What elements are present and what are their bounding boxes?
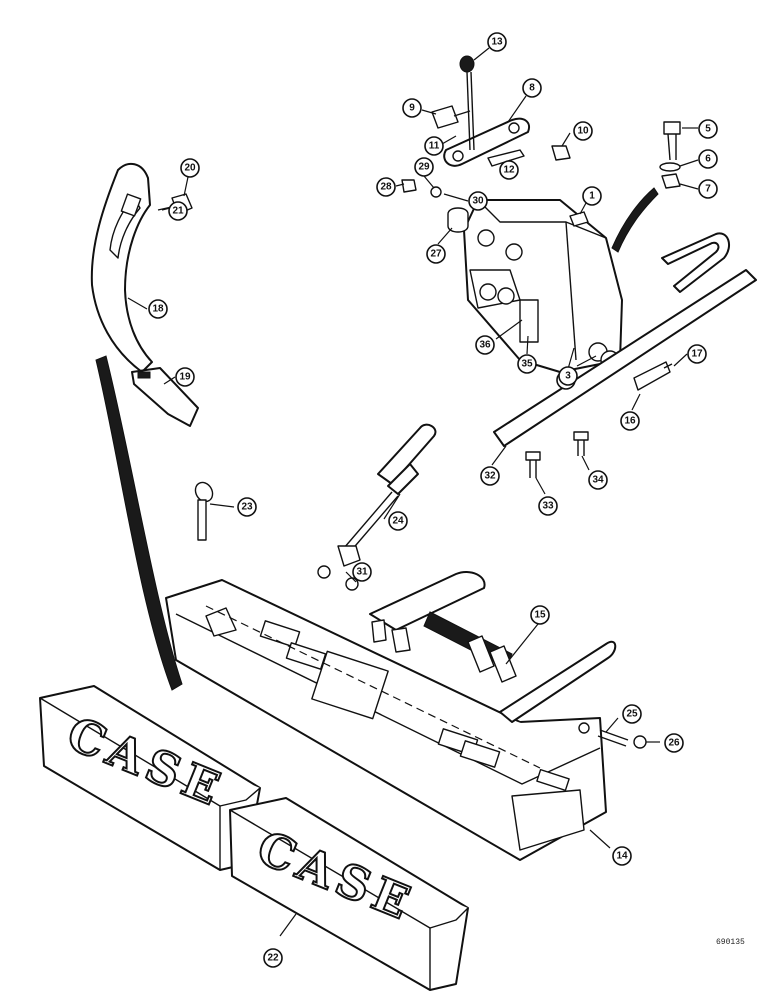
callout-33: 33 <box>538 496 558 516</box>
svg-text:8: 8 <box>529 83 535 94</box>
callout-14: 14 <box>612 846 632 866</box>
callout-16: 16 <box>620 411 640 431</box>
callout-10: 10 <box>573 121 593 141</box>
clevis-pin <box>578 722 647 749</box>
svg-text:32: 32 <box>484 471 496 482</box>
svg-text:24: 24 <box>392 516 404 527</box>
svg-text:28: 28 <box>380 182 392 193</box>
svg-text:19: 19 <box>179 372 191 383</box>
ripper-point <box>131 367 199 427</box>
callout-12: 12 <box>499 160 519 180</box>
callout-20: 20 <box>180 158 200 178</box>
svg-text:27: 27 <box>430 249 442 260</box>
assembly-guide-arrow <box>95 355 183 691</box>
svg-text:22: 22 <box>267 953 279 964</box>
callout-11: 11 <box>424 136 444 156</box>
callout-6: 6 <box>698 149 718 169</box>
lower-bolts <box>525 431 589 478</box>
callout-29: 29 <box>414 157 434 177</box>
callout-32: 32 <box>480 466 500 486</box>
callout-7: 7 <box>698 179 718 199</box>
svg-text:10: 10 <box>577 126 589 137</box>
svg-text:34: 34 <box>592 475 604 486</box>
svg-text:33: 33 <box>542 501 554 512</box>
figure-id: 690135 <box>716 938 745 947</box>
callout-17: 17 <box>687 344 707 364</box>
hydraulic-cylinder <box>317 423 437 591</box>
svg-text:26: 26 <box>668 738 680 749</box>
callout-36: 36 <box>475 335 495 355</box>
callout-28: 28 <box>376 177 396 197</box>
svg-text:36: 36 <box>479 340 491 351</box>
bracket-guide-arrow <box>611 187 659 253</box>
callout-22: 22 <box>263 948 283 968</box>
svg-text:20: 20 <box>184 163 196 174</box>
svg-text:14: 14 <box>616 851 628 862</box>
callout-19: 19 <box>175 367 195 387</box>
svg-text:18: 18 <box>152 304 164 315</box>
linkage-plate <box>443 117 530 167</box>
leader-lines <box>127 47 699 937</box>
counterweight-back: CASE <box>39 685 261 871</box>
svg-text:11: 11 <box>429 141 440 152</box>
callout-25: 25 <box>622 704 642 724</box>
callout-13: 13 <box>487 32 507 52</box>
main-frame <box>165 579 607 861</box>
bolts-and-nuts-upper <box>401 105 681 233</box>
callout-5: 5 <box>698 119 718 139</box>
control-rod <box>459 55 475 151</box>
svg-text:35: 35 <box>521 359 533 370</box>
callout-26: 26 <box>664 733 684 753</box>
callout-34: 34 <box>588 470 608 490</box>
svg-text:12: 12 <box>503 165 515 176</box>
callout-1: 1 <box>582 186 602 206</box>
svg-text:15: 15 <box>534 610 546 621</box>
svg-text:13: 13 <box>491 37 503 48</box>
svg-text:6: 6 <box>705 154 711 165</box>
callout-35: 35 <box>517 354 537 374</box>
svg-text:21: 21 <box>172 206 184 217</box>
svg-text:5: 5 <box>705 124 711 135</box>
svg-text:29: 29 <box>418 162 430 173</box>
callout-8: 8 <box>522 78 542 98</box>
lock-pin <box>194 481 214 541</box>
svg-text:3: 3 <box>565 371 571 382</box>
svg-text:25: 25 <box>626 709 638 720</box>
svg-text:31: 31 <box>356 567 368 578</box>
svg-text:16: 16 <box>624 416 636 427</box>
svg-text:30: 30 <box>472 196 484 207</box>
callout-15: 15 <box>530 605 550 625</box>
svg-text:23: 23 <box>241 502 253 513</box>
callout-18: 18 <box>148 299 168 319</box>
callout-27: 27 <box>426 244 446 264</box>
callout-3: 3 <box>558 366 578 386</box>
ripper-shank <box>90 162 153 373</box>
svg-text:7: 7 <box>705 184 711 195</box>
callout-23: 23 <box>237 497 257 517</box>
callout-31: 31 <box>352 562 372 582</box>
callout-9: 9 <box>402 98 422 118</box>
callout-24: 24 <box>388 511 408 531</box>
svg-text:1: 1 <box>589 191 595 202</box>
callout-21: 21 <box>168 201 188 221</box>
u-bolt <box>661 232 731 293</box>
cross-frame <box>369 570 617 723</box>
callout-30: 30 <box>468 191 488 211</box>
svg-text:17: 17 <box>691 349 703 360</box>
drawbar-strap <box>493 269 757 447</box>
svg-text:9: 9 <box>409 103 415 114</box>
